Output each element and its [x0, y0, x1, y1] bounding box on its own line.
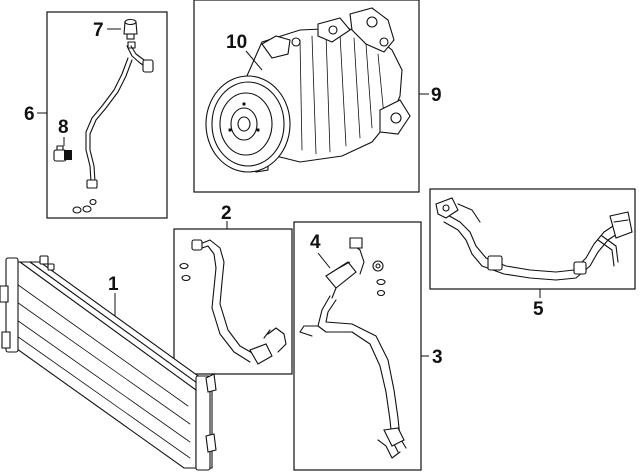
liquid-line-icon	[435, 197, 633, 281]
service-valve-icon	[53, 145, 72, 162]
group-box-2	[173, 228, 293, 375]
pressure-switch-icon	[123, 18, 138, 40]
callout-4: 4	[310, 232, 321, 253]
callout-3: 3	[432, 347, 443, 368]
group-box-5	[429, 188, 636, 290]
callout-7: 7	[93, 20, 104, 41]
pressure-tube-group: 7 8	[46, 11, 168, 219]
callout-9: 9	[431, 85, 442, 106]
group-box-6	[46, 11, 168, 219]
suction-hose-group: 4	[293, 221, 422, 471]
liquid-line-group	[429, 188, 636, 290]
callout-8: 8	[58, 117, 69, 138]
condenser-icon	[0, 255, 217, 471]
callout-5: 5	[533, 299, 544, 320]
suction-hose-assembly-icon	[299, 237, 407, 459]
group-box-9	[193, 0, 420, 193]
compressor-clutch-icon	[205, 75, 291, 173]
callout-6: 6	[24, 104, 35, 125]
group-box-3	[293, 221, 422, 471]
pressure-tube-icon	[72, 41, 154, 214]
discharge-hose-icon	[179, 239, 287, 365]
muffler-icon	[325, 261, 357, 299]
callout-10: 10	[226, 32, 247, 53]
callout-2: 2	[221, 203, 232, 224]
compressor-group: 10	[193, 0, 420, 193]
callout-1: 1	[108, 274, 119, 295]
discharge-hose-group	[173, 228, 293, 375]
